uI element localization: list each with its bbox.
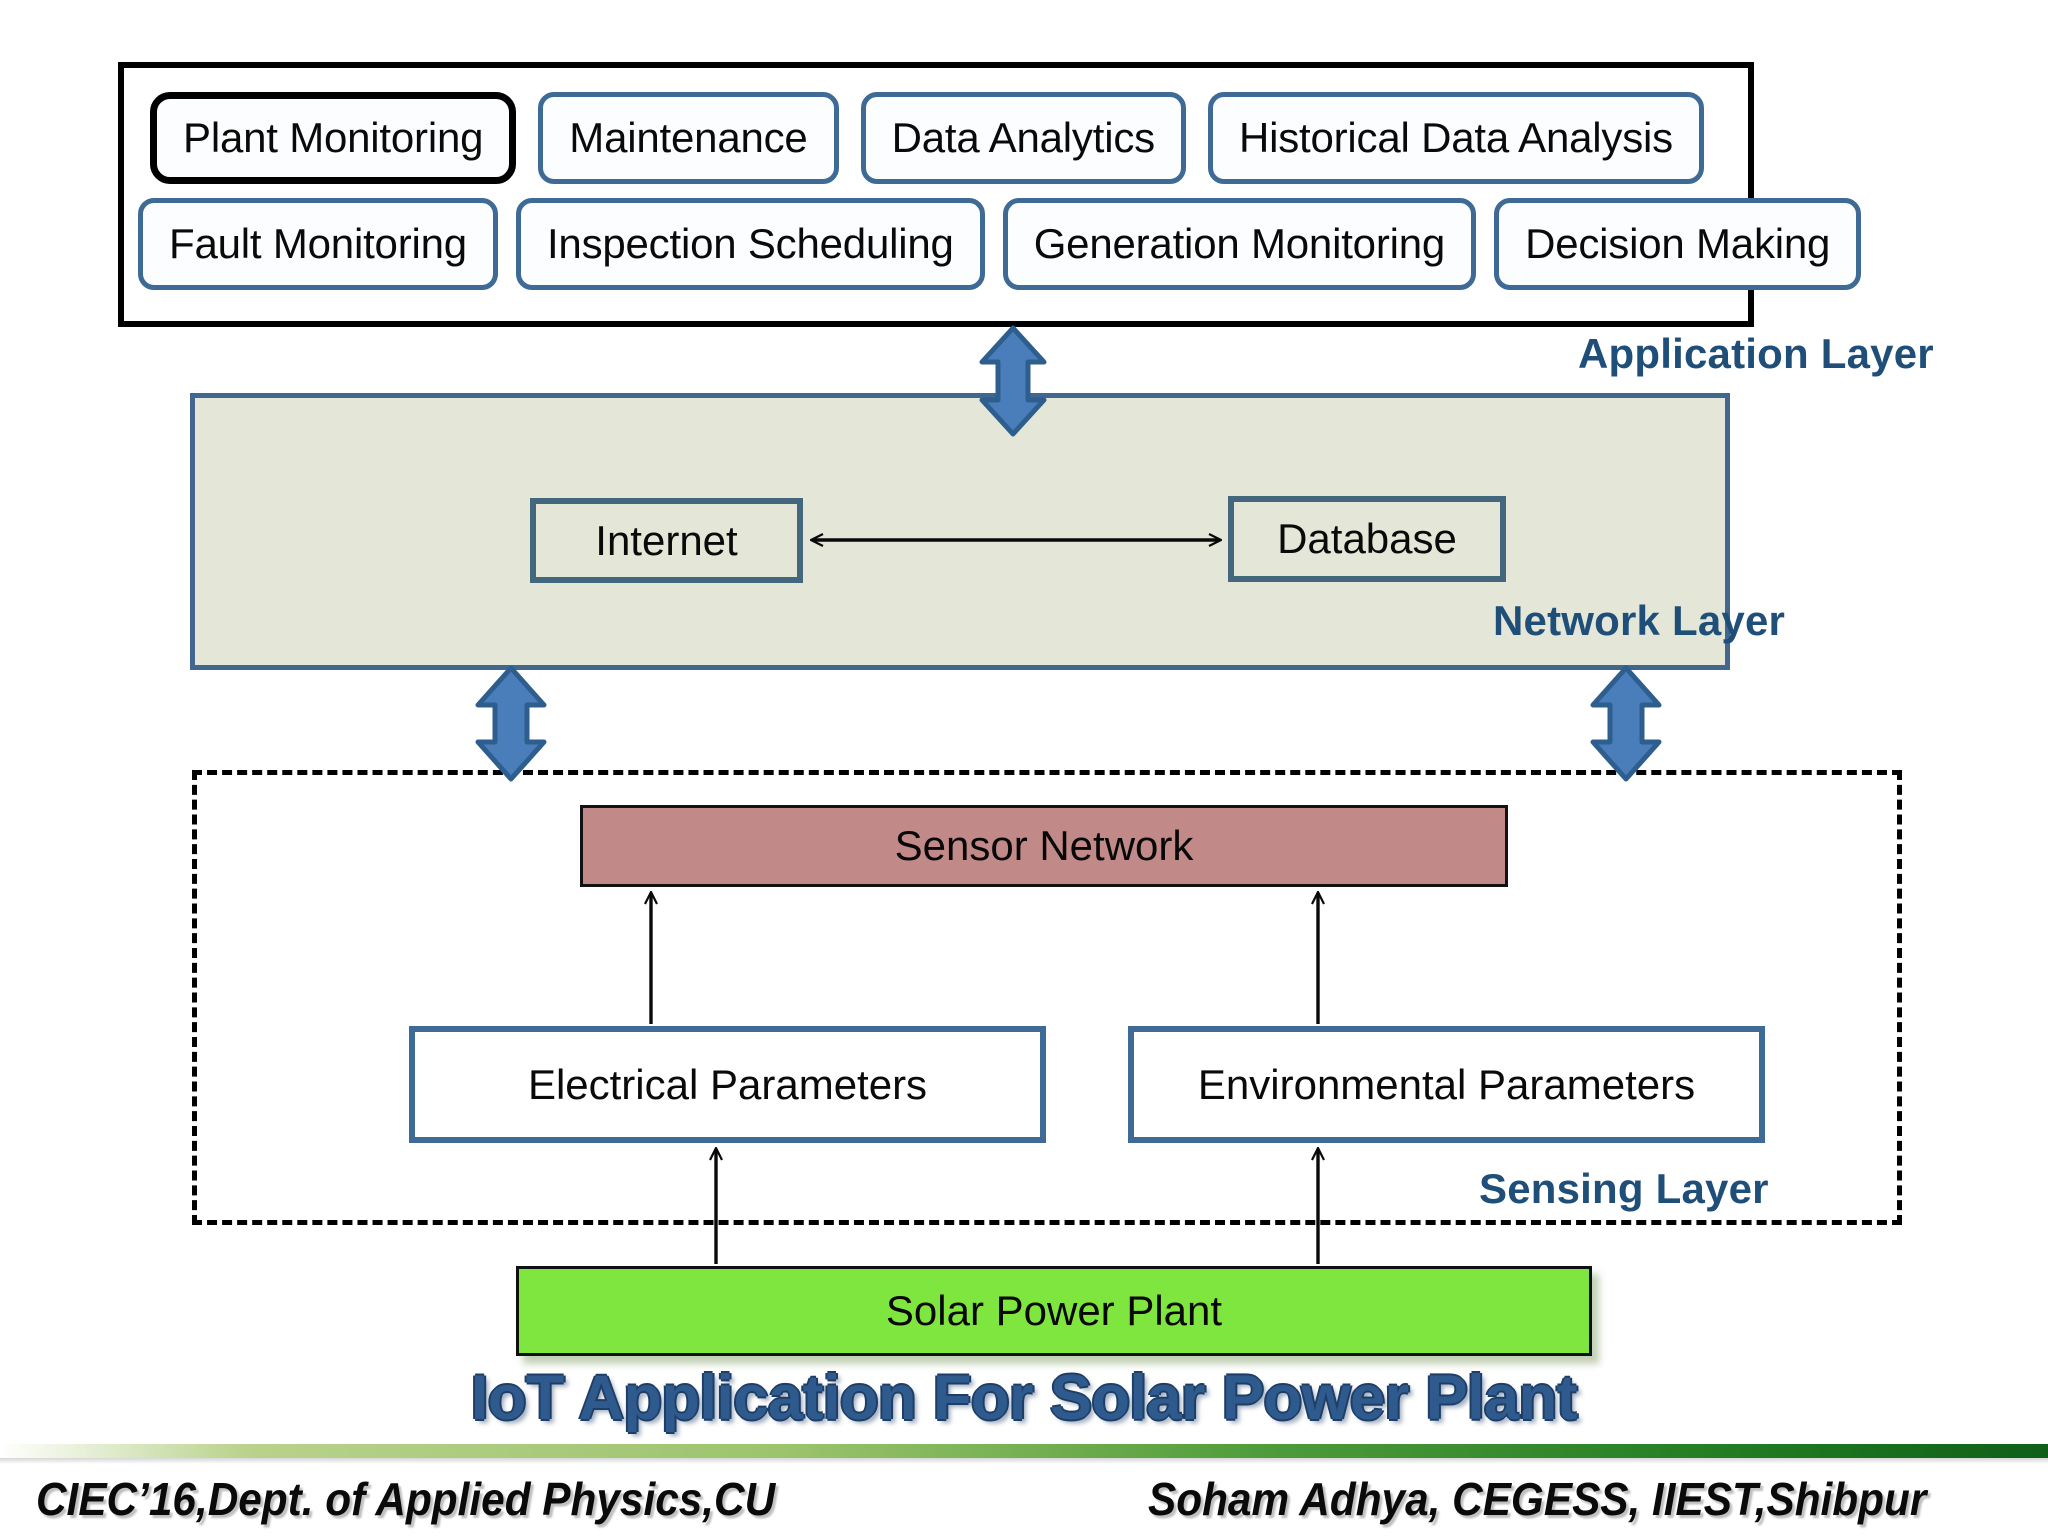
app-chip-fault-monitoring[interactable]: Fault Monitoring <box>138 198 498 290</box>
node-database[interactable]: Database <box>1228 496 1506 582</box>
arrow-network-sensing-right <box>1590 665 1662 782</box>
app-chip-historical-data-analysis[interactable]: Historical Data Analysis <box>1207 92 1704 184</box>
footer-author-text: Soham Adhya, CEGESS, IIEST,Shibpur <box>1148 1473 1927 1525</box>
arrow-network-sensing-left <box>475 665 547 782</box>
app-chip-maintenance[interactable]: Maintenance <box>538 92 839 184</box>
app-chip-inspection-scheduling[interactable]: Inspection Scheduling <box>515 198 985 290</box>
node-sensor-network[interactable]: Sensor Network <box>580 805 1508 887</box>
footer-conference-text: CIEC’16,Dept. of Applied Physics,CU <box>36 1473 776 1525</box>
node-internet[interactable]: Internet <box>530 498 803 583</box>
app-chip-generation-monitoring[interactable]: Generation Monitoring <box>1002 198 1477 290</box>
node-electrical-parameters[interactable]: Electrical Parameters <box>409 1026 1046 1143</box>
app-chip-data-analytics[interactable]: Data Analytics <box>860 92 1186 184</box>
application-layer-row-2: Fault Monitoring Inspection Scheduling G… <box>138 198 1862 290</box>
application-layer-label: Application Layer <box>1578 330 1934 377</box>
sensing-layer-container <box>192 770 1902 1225</box>
application-layer-row-1: Plant Monitoring Maintenance Data Analyt… <box>150 92 1704 184</box>
page-title: IoT Application For Solar Power Plant <box>470 1363 1578 1433</box>
footer-band-shadow <box>0 1458 2048 1464</box>
node-solar-power-plant[interactable]: Solar Power Plant <box>516 1266 1592 1356</box>
app-chip-plant-monitoring[interactable]: Plant Monitoring <box>150 92 517 184</box>
network-layer-label: Network Layer <box>1493 597 1786 644</box>
node-environmental-parameters[interactable]: Environmental Parameters <box>1128 1026 1765 1143</box>
application-layer-container: Plant Monitoring Maintenance Data Analyt… <box>118 62 1862 327</box>
footer-gradient-band <box>0 1444 2048 1458</box>
app-chip-decision-making[interactable]: Decision Making <box>1494 198 1862 290</box>
sensing-layer-label: Sensing Layer <box>1479 1165 1769 1212</box>
